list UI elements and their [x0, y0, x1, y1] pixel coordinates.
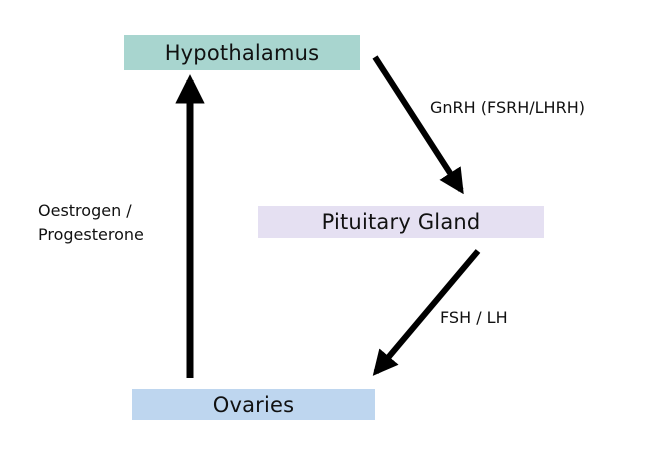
label-oestrogen-progesterone: Oestrogen / Progesterone — [38, 199, 144, 247]
label-oestrogen-line: Oestrogen / — [38, 201, 132, 220]
label-fsh-lh: FSH / LH — [440, 308, 508, 327]
node-hypothalamus: Hypothalamus — [124, 35, 360, 70]
arrow-pituitary-to-ovaries — [372, 249, 481, 376]
label-gnrh: GnRH (FSRH/LHRH) — [430, 98, 585, 117]
node-ovaries: Ovaries — [132, 389, 375, 420]
arrow-hypothalamus-to-pituitary — [372, 55, 464, 195]
label-progesterone-line: Progesterone — [38, 225, 144, 244]
node-pituitary-gland: Pituitary Gland — [258, 206, 544, 238]
